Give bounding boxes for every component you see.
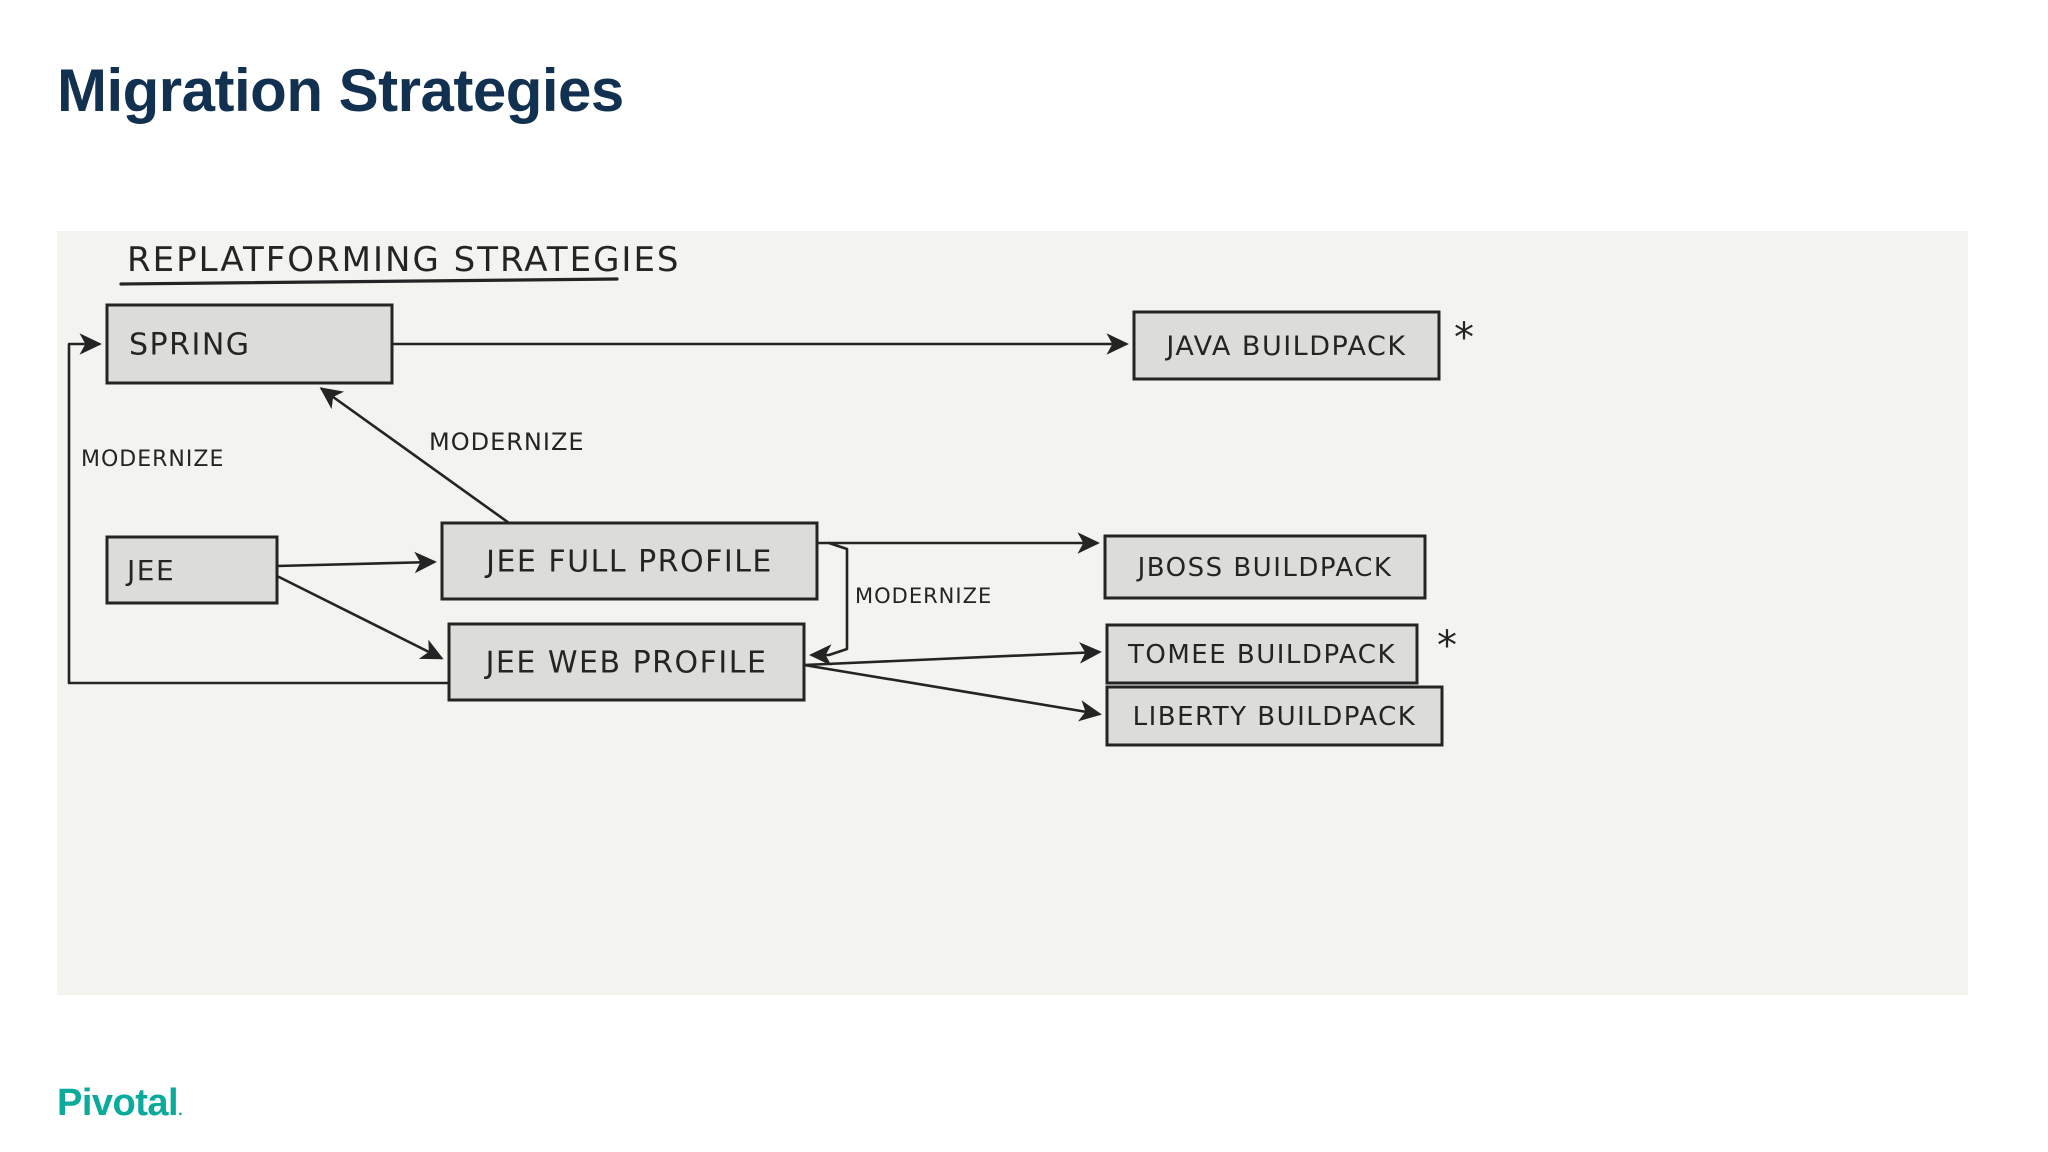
edge-jee-web-profile-to-liberty-buildpack — [802, 663, 1102, 722]
diagram-node-liberty-buildpack[interactable]: LIBERTY BUILDPACK — [1105, 685, 1444, 747]
diagram-node-jee-web-profile[interactable]: JEE WEB PROFILE — [447, 622, 806, 702]
diagram-node-jee-full-profile[interactable]: JEE FULL PROFILE — [440, 521, 819, 601]
edge-jee-web-profile-to-spring — [67, 333, 451, 685]
node-label: TOMEE BUILDPACK — [1127, 640, 1396, 670]
edge-label-modernize-middle: MODERNIZE — [429, 428, 585, 456]
asterisk-tomee-buildpack-icon: * — [1437, 623, 1457, 669]
edge-jee-full-profile-to-spring — [319, 387, 511, 525]
node-box — [440, 521, 819, 601]
edge-jee-web-profile-to-tomee-buildpack — [802, 642, 1102, 667]
edge-label-modernize-left: MODERNIZE — [81, 447, 224, 472]
pivotal-logo-text: Pivotal — [57, 1082, 179, 1124]
node-box — [1103, 534, 1427, 600]
edge-jee-full-profile-to-jee-web-profile — [809, 541, 849, 666]
node-box — [447, 622, 806, 702]
diagram-heading: REPLATFORMING STRATEGIES — [127, 240, 681, 280]
pivotal-logo: Pivotal. — [57, 1082, 183, 1125]
diagram-node-jee[interactable]: JEE — [105, 535, 279, 605]
node-label: LIBERTY BUILDPACK — [1133, 702, 1417, 732]
edge-jee-to-jee-full-profile — [275, 551, 437, 574]
node-label: JEE FULL PROFILE — [484, 545, 773, 580]
node-box — [105, 535, 279, 605]
edge-label-modernize-right: MODERNIZE — [855, 584, 992, 608]
edge-jee-to-jee-web-profile — [277, 575, 444, 660]
node-box — [105, 303, 394, 385]
diagram-node-spring[interactable]: SPRING — [105, 303, 394, 385]
pivotal-logo-mark: . — [178, 1102, 183, 1119]
diagram-node-java-buildpack[interactable]: JAVA BUILDPACK — [1132, 310, 1441, 381]
page-title: Migration Strategies — [57, 57, 624, 124]
node-box — [1105, 685, 1444, 747]
node-label: JEE WEB PROFILE — [484, 646, 768, 681]
node-box — [1105, 623, 1419, 685]
node-box — [1132, 310, 1441, 381]
diagram-heading-underline — [119, 277, 619, 286]
node-label: JBOSS BUILDPACK — [1136, 553, 1393, 583]
node-label: JAVA BUILDPACK — [1164, 331, 1406, 362]
asterisk-java-buildpack-icon: * — [1454, 315, 1474, 361]
diagram-node-tomee-buildpack[interactable]: TOMEE BUILDPACK — [1105, 623, 1419, 685]
diagram-node-jboss-buildpack[interactable]: JBOSS BUILDPACK — [1103, 534, 1427, 600]
node-label: JEE — [125, 554, 175, 587]
node-label: SPRING — [129, 328, 251, 363]
